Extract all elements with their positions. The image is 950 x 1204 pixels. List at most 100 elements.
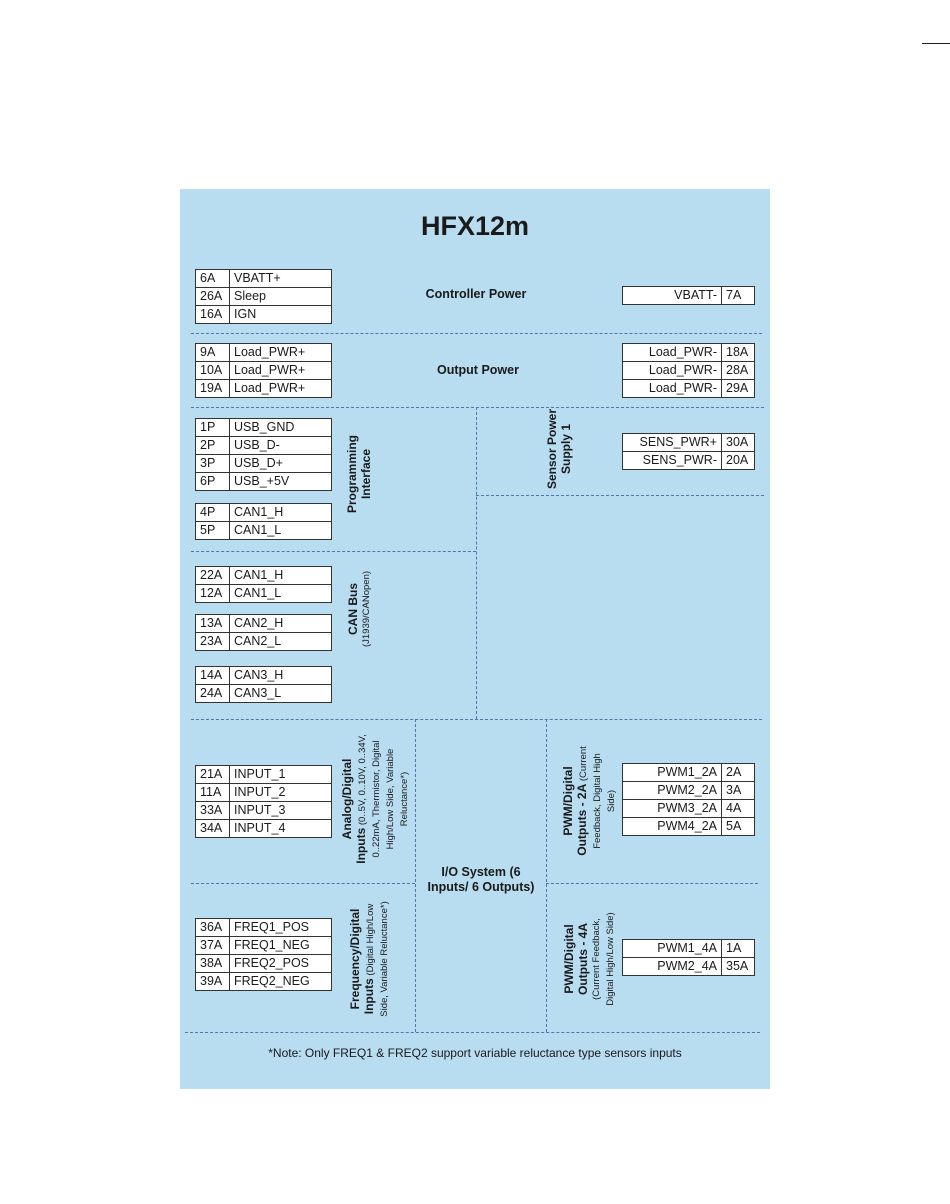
pin-cell: 5P [195, 521, 230, 540]
signal-cell: INPUT_1 [229, 765, 332, 784]
footnote: *Note: Only FREQ1 & FREQ2 support variab… [268, 1046, 682, 1060]
label-line: Frequency/Digital [348, 908, 362, 1010]
pin-cell: 1P [195, 418, 230, 437]
label-line: PWM/Digital [562, 924, 576, 994]
pin-cell: 14A [195, 666, 230, 685]
signal-cell: SENS_PWR+ [622, 433, 722, 452]
label-line: Interface [359, 448, 373, 500]
section-label-output-power: Output Power [437, 363, 519, 377]
label-line: Programming [345, 434, 359, 514]
pin-cell: 9A [195, 343, 230, 362]
signal-cell: INPUT_2 [229, 783, 332, 802]
pin-cell: 34A [195, 819, 230, 838]
pin-cell: 12A [195, 584, 230, 603]
pin-cell: 19A [195, 379, 230, 398]
signal-cell: Load_PWR- [622, 343, 722, 362]
signal-cell: CAN2_L [229, 632, 332, 651]
signal-cell: USB_D- [229, 436, 332, 455]
signal-cell: Load_PWR+ [229, 343, 332, 362]
divider-inputs-io [415, 719, 416, 1032]
pin-cell: 33A [195, 801, 230, 820]
pin-cell: 2P [195, 436, 230, 455]
signal-cell: CAN1_L [229, 584, 332, 603]
signal-cell: FREQ2_NEG [229, 972, 332, 991]
label-line: (Current Feedback, [591, 918, 602, 1000]
pin-cell: 6A [195, 269, 230, 288]
pin-cell: 35A [721, 957, 755, 976]
label-part: (Current [578, 746, 589, 784]
label-line: High/Low Side, Variable [385, 748, 396, 850]
pin-cell: 1A [721, 939, 755, 958]
pin-cell: 2A [721, 763, 755, 782]
label-part: (0..5V, 0..10V, 0..34V, [357, 734, 368, 828]
section-label-pwm-4a: PWM/Digital Outputs - 4A (Current Feedba… [562, 912, 618, 1005]
label-line: CAN Bus [346, 582, 360, 636]
signal-cell: CAN3_L [229, 684, 332, 703]
signal-cell: PWM4_2A [622, 817, 722, 836]
pin-cell: 3P [195, 454, 230, 473]
pin-cell: 36A [195, 918, 230, 937]
pin-cell: 37A [195, 936, 230, 955]
label-line: Reluctance*) [399, 771, 410, 827]
divider-bottom [185, 1032, 760, 1033]
section-label-controller-power: Controller Power [425, 287, 527, 301]
pin-cell: 4P [195, 503, 230, 522]
pin-cell: 13A [195, 614, 230, 633]
label-line: Analog/Digital [340, 758, 354, 840]
signal-cell: Sleep [229, 287, 332, 306]
pin-cell: 4A [721, 799, 755, 818]
pin-cell: 20A [721, 451, 755, 470]
page-corner-rule [922, 43, 950, 44]
section-label-analog-inputs: Analog/Digital Inputs (0..5V, 0..10V, 0.… [340, 734, 412, 864]
pin-cell: 7A [721, 286, 755, 305]
signal-cell: PWM2_2A [622, 781, 722, 800]
signal-cell: Load_PWR- [622, 379, 722, 398]
table-row: SENS_PWR-20A [622, 451, 755, 470]
pin-cell: 11A [195, 783, 230, 802]
section-label-can-bus: CAN Bus (J1939/CANopen) [346, 571, 374, 647]
pin-cell: 16A [195, 305, 230, 324]
signal-cell: PWM2_4A [622, 957, 722, 976]
label-line: Inputs (0..5V, 0..10V, 0..34V, [354, 734, 370, 864]
pin-cell: 24A [195, 684, 230, 703]
label-line: 0..22mA, Thermistor, Digital [371, 740, 382, 858]
divider-io-outputs [546, 719, 547, 1032]
label-line: (J1939/CANopen) [361, 570, 372, 648]
label-line: Supply 1 [559, 424, 573, 475]
divider-controller-output [191, 333, 762, 334]
signal-cell: USB_GND [229, 418, 332, 437]
signal-cell: PWM1_2A [622, 763, 722, 782]
pin-cell: 30A [721, 433, 755, 452]
signal-cell: CAN3_H [229, 666, 332, 685]
label-line: Inputs/ 6 Outputs) [427, 880, 535, 894]
table-output-power-right: Load_PWR-18A Load_PWR-28A Load_PWR-29A [622, 343, 755, 398]
divider-programming-canbus [191, 551, 476, 552]
